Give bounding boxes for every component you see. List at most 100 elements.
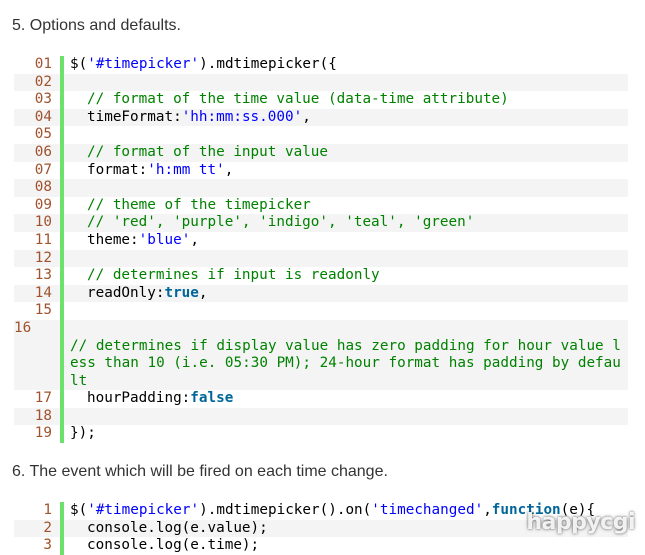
code-text: // 'red', 'purple', 'indigo', 'teal', 'g… [70, 214, 628, 232]
line-number: 19 [34, 425, 52, 442]
gutter-bar [60, 91, 64, 109]
line-number: 03 [34, 91, 52, 108]
code-string: 'blue' [138, 231, 191, 248]
gutter-bar [60, 302, 64, 320]
code-block-event: 1 $('#timepicker').mdtimepicker().on('tim… [14, 502, 628, 555]
gutter-bar [60, 196, 64, 215]
gutter-bar [60, 143, 64, 162]
gutter-bar [60, 267, 64, 285]
line-number: 06 [34, 143, 52, 160]
code-text: $('#timepicker').mdtimepicker({ [70, 56, 628, 74]
line-number: 13 [34, 267, 52, 284]
code-comment: // format of the time value (data-time a… [87, 91, 509, 108]
code-line: 16 // determines if display value has zer… [14, 319, 628, 391]
code-line: 12 [14, 249, 628, 268]
gutter-bar [60, 319, 64, 391]
watermark-logo: happycgi [526, 510, 635, 535]
line-number: 15 [34, 302, 52, 319]
gutter-bar [60, 519, 64, 538]
line-number: 01 [34, 56, 52, 72]
code-keyword: false [190, 390, 234, 407]
code-keyword: function [491, 502, 561, 518]
code-line: 19}); [14, 425, 628, 444]
code-block-options: 01$('#timepicker').mdtimepicker({02 03//… [14, 56, 628, 444]
code-line: 18 [14, 407, 628, 426]
gutter-bar [60, 179, 64, 197]
line-number: 14 [34, 284, 52, 301]
code-text: console.log(e.value); [70, 520, 628, 538]
code-token: , [224, 161, 234, 178]
code-text [70, 408, 628, 426]
line-number: 12 [34, 249, 52, 266]
gutter-bar [60, 73, 64, 92]
code-line: 15 [14, 302, 628, 320]
gutter-bar [60, 56, 64, 74]
code-line: 06 // format of the input value [14, 143, 628, 162]
code-comment: // 'red', 'purple', 'indigo', 'teal', 'g… [87, 214, 475, 231]
code-line: 03 // format of the time value (data-time… [14, 91, 628, 109]
code-token: , [190, 231, 199, 248]
gutter-bar [60, 231, 64, 250]
code-text: // determines if display value has zero … [70, 320, 628, 390]
code-line: 2 console.log(e.value); [14, 519, 628, 538]
code-text: theme:'blue', [70, 232, 628, 250]
code-text: // format of the time value (data-time a… [70, 91, 628, 109]
section-heading-event: 6. The event which will be fired on each… [12, 463, 388, 480]
code-token: , [483, 502, 492, 518]
gutter-bar [60, 425, 64, 444]
code-token: theme: [87, 231, 139, 248]
code-line: 07 format:'h:mm tt', [14, 161, 628, 180]
code-text: format:'h:mm tt', [70, 162, 628, 180]
code-token: hourPadding: [87, 390, 191, 407]
code-text [70, 179, 628, 197]
code-line: 13 // determines if input is readonly [14, 267, 628, 285]
gutter-bar [60, 390, 64, 408]
code-token: , [198, 284, 208, 301]
code-token: timeFormat: [87, 108, 182, 125]
line-number: 17 [34, 390, 52, 407]
code-string: 'h:mm tt' [147, 161, 225, 178]
line-number: 08 [34, 179, 52, 196]
line-number: 16 [14, 319, 32, 336]
gutter-bar [60, 214, 64, 232]
line-number: 07 [34, 161, 52, 178]
code-line: 14 readOnly:true, [14, 284, 628, 303]
code-text: // theme of the timepicker [70, 197, 628, 215]
code-text: // format of the input value [70, 144, 628, 162]
code-line: 09 // theme of the timepicker [14, 196, 628, 215]
gutter-bar [60, 537, 64, 555]
code-text [70, 250, 628, 268]
gutter-bar [60, 161, 64, 180]
code-text: readOnly:true, [70, 285, 628, 303]
code-line: 10 // 'red', 'purple', 'indigo', 'teal', … [14, 214, 628, 232]
code-text [70, 302, 628, 320]
code-text: hourPadding:false [70, 390, 628, 408]
code-text [70, 126, 628, 144]
gutter-bar [60, 108, 64, 127]
code-token: $( [70, 502, 88, 518]
code-line: 05 [14, 126, 628, 144]
line-number: 10 [34, 214, 52, 231]
line-number: 09 [34, 196, 52, 213]
code-token: console.log(e.value); [87, 519, 268, 536]
gutter-bar [60, 407, 64, 426]
gutter-bar [60, 249, 64, 268]
line-number: 1 [43, 502, 52, 518]
code-comment: // determines if display value has zero … [70, 337, 621, 389]
code-line: 17 hourPadding:false [14, 390, 628, 408]
code-token: readOnly: [87, 284, 165, 301]
code-token: , [302, 108, 311, 125]
gutter-bar [60, 126, 64, 144]
line-number: 2 [43, 519, 52, 536]
code-text: $('#timepicker').mdtimepicker().on('time… [70, 502, 628, 520]
code-token: $( [70, 56, 88, 72]
section-heading-options: 5. Options and defaults. [12, 17, 181, 34]
code-text [70, 74, 628, 92]
code-token: }); [70, 425, 96, 442]
code-line: 1 $('#timepicker').mdtimepicker().on('tim… [14, 502, 628, 520]
code-text: // determines if input is readonly [70, 267, 628, 285]
code-line: 01 $('#timepicker').mdtimepicker({ [14, 56, 628, 74]
